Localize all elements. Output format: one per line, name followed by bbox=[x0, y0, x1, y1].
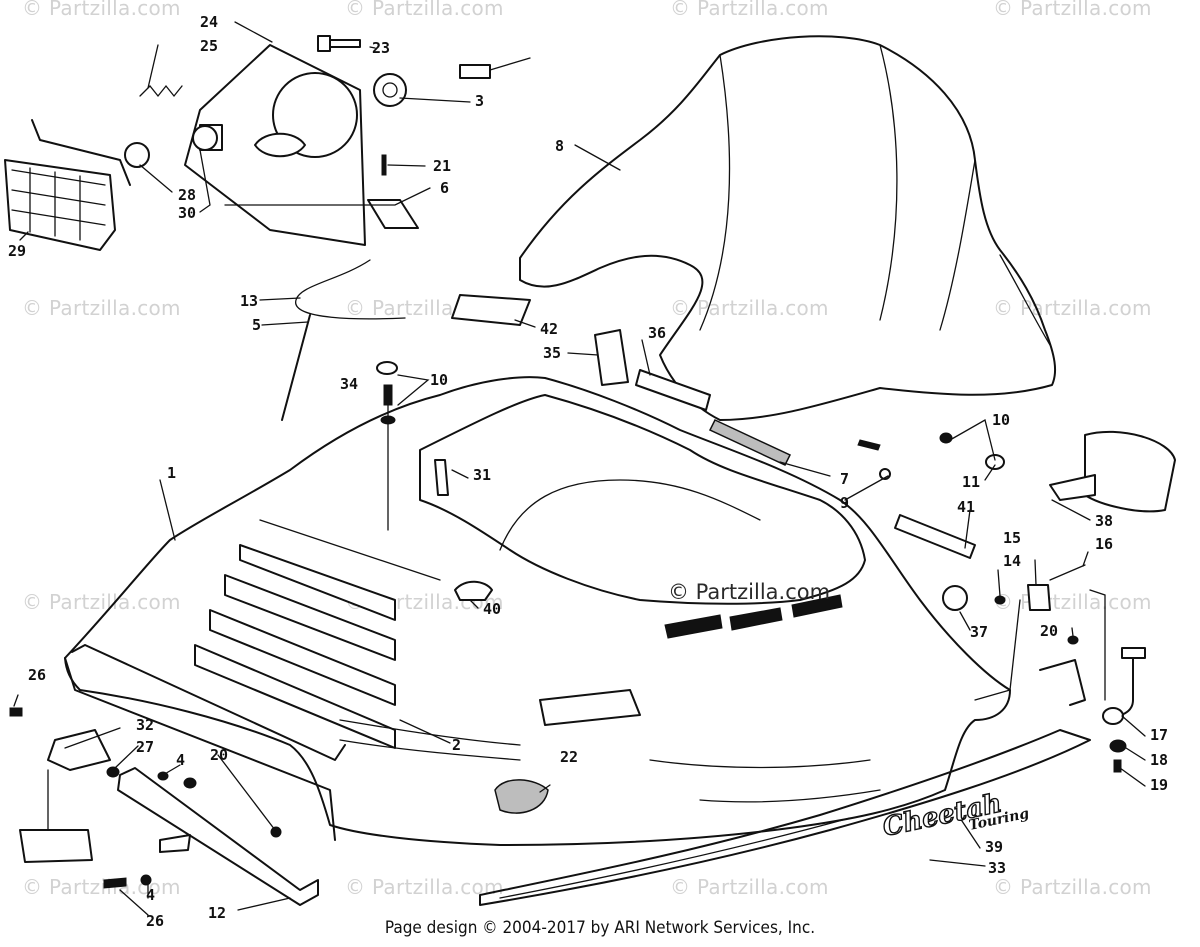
callout-39: 39 bbox=[985, 838, 1003, 856]
callout-28: 28 bbox=[178, 186, 196, 204]
mirror-part bbox=[1049, 430, 1176, 513]
callout-33: 33 bbox=[988, 859, 1006, 877]
plate-part bbox=[19, 829, 93, 863]
watermark: © Partzilla.com bbox=[993, 875, 1152, 899]
bracket-part bbox=[1039, 659, 1086, 706]
bracket-part bbox=[47, 729, 111, 771]
callout-17: 17 bbox=[1150, 726, 1168, 744]
callout-37: 37 bbox=[970, 623, 988, 641]
callout-31: 31 bbox=[473, 466, 491, 484]
callout-1: 1 bbox=[167, 464, 176, 482]
callout-12: 12 bbox=[208, 904, 226, 922]
callout-26: 26 bbox=[28, 666, 46, 684]
strip-part bbox=[635, 369, 711, 411]
hood-part bbox=[64, 376, 1011, 846]
callout-41: 41 bbox=[957, 498, 975, 516]
callout-20: 20 bbox=[1040, 622, 1058, 640]
callout-14: 14 bbox=[1003, 552, 1021, 570]
watermark: © Partzilla.com bbox=[22, 875, 181, 899]
callout-22: 22 bbox=[560, 748, 578, 766]
handle-part bbox=[1109, 654, 1134, 717]
tab-part bbox=[434, 459, 449, 496]
callout-20: 20 bbox=[210, 746, 228, 764]
callout-2: 2 bbox=[452, 736, 461, 754]
callout-34: 34 bbox=[340, 375, 358, 393]
bolt-part bbox=[317, 35, 361, 52]
callout-32: 32 bbox=[136, 716, 154, 734]
callout-8: 8 bbox=[555, 137, 564, 155]
leader-lines bbox=[13, 21, 1146, 916]
callout-11: 11 bbox=[962, 473, 980, 491]
callout-27: 27 bbox=[136, 738, 154, 756]
knob-part bbox=[376, 361, 398, 375]
side-stripe-part bbox=[479, 729, 1091, 906]
callout-18: 18 bbox=[1150, 751, 1168, 769]
grommet-part bbox=[373, 73, 407, 107]
rod-part bbox=[281, 314, 311, 421]
watermark: © Partzilla.com bbox=[345, 0, 504, 20]
callout-36: 36 bbox=[648, 324, 666, 342]
callout-42: 42 bbox=[540, 320, 558, 338]
seal-strip-part bbox=[708, 419, 792, 466]
bracket-part bbox=[1027, 584, 1051, 611]
watermark: © Partzilla.com bbox=[22, 296, 181, 320]
callout-30: 30 bbox=[178, 204, 196, 222]
patch-part bbox=[494, 779, 549, 814]
callout-7: 7 bbox=[840, 470, 849, 488]
footer-copyright: Page design © 2004-2017 by ARI Network S… bbox=[384, 918, 816, 938]
nut-part bbox=[939, 432, 953, 444]
callout-38: 38 bbox=[1095, 512, 1113, 530]
callout-labels: 24 25 23 3 8 28 30 21 6 29 13 5 42 36 35… bbox=[8, 13, 1168, 930]
callout-23: 23 bbox=[372, 39, 390, 57]
callout-29: 29 bbox=[8, 242, 26, 260]
bracket-part bbox=[594, 329, 629, 386]
callout-13: 13 bbox=[240, 292, 258, 310]
callout-5: 5 bbox=[252, 316, 261, 334]
center-watermark: © Partzilla.com bbox=[668, 580, 831, 604]
callout-10: 10 bbox=[430, 371, 448, 389]
callout-24: 24 bbox=[200, 13, 218, 31]
cap-part bbox=[454, 580, 493, 601]
callout-10: 10 bbox=[992, 411, 1010, 429]
watermark: © Partzilla.com bbox=[345, 875, 504, 899]
callout-3: 3 bbox=[475, 92, 484, 110]
screw-part bbox=[857, 439, 881, 451]
callout-16: 16 bbox=[1095, 535, 1113, 553]
callout-4: 4 bbox=[146, 886, 155, 904]
connector-part bbox=[459, 64, 491, 79]
callout-35: 35 bbox=[543, 344, 561, 362]
watermark: © Partzilla.com bbox=[993, 0, 1152, 20]
bumper-bracket-part bbox=[117, 767, 319, 906]
watermark: © Partzilla.com bbox=[22, 0, 181, 20]
spring-part bbox=[139, 84, 183, 98]
plate-part bbox=[451, 294, 531, 326]
bracket-part bbox=[367, 199, 419, 229]
cable-part bbox=[295, 259, 406, 320]
callout-26: 26 bbox=[146, 912, 164, 930]
strip-part bbox=[894, 514, 976, 559]
callout-21: 21 bbox=[433, 157, 451, 175]
disc-part bbox=[942, 585, 968, 611]
watermark: © Partzilla.com bbox=[670, 0, 829, 20]
watermark: © Partzilla.com bbox=[670, 875, 829, 899]
watermark: © Partzilla.com bbox=[993, 296, 1152, 320]
headlight-assembly bbox=[4, 44, 366, 251]
callout-15: 15 bbox=[1003, 529, 1021, 547]
bolt-part bbox=[381, 154, 387, 176]
callout-9: 9 bbox=[840, 494, 849, 512]
callout-4: 4 bbox=[176, 751, 185, 769]
screw-part bbox=[9, 707, 23, 717]
callout-19: 19 bbox=[1150, 776, 1168, 794]
windshield-part bbox=[519, 35, 1057, 421]
watermark: © Partzilla.com bbox=[22, 590, 181, 614]
callout-6: 6 bbox=[440, 179, 449, 197]
callout-40: 40 bbox=[483, 600, 501, 618]
callout-25: 25 bbox=[200, 37, 218, 55]
